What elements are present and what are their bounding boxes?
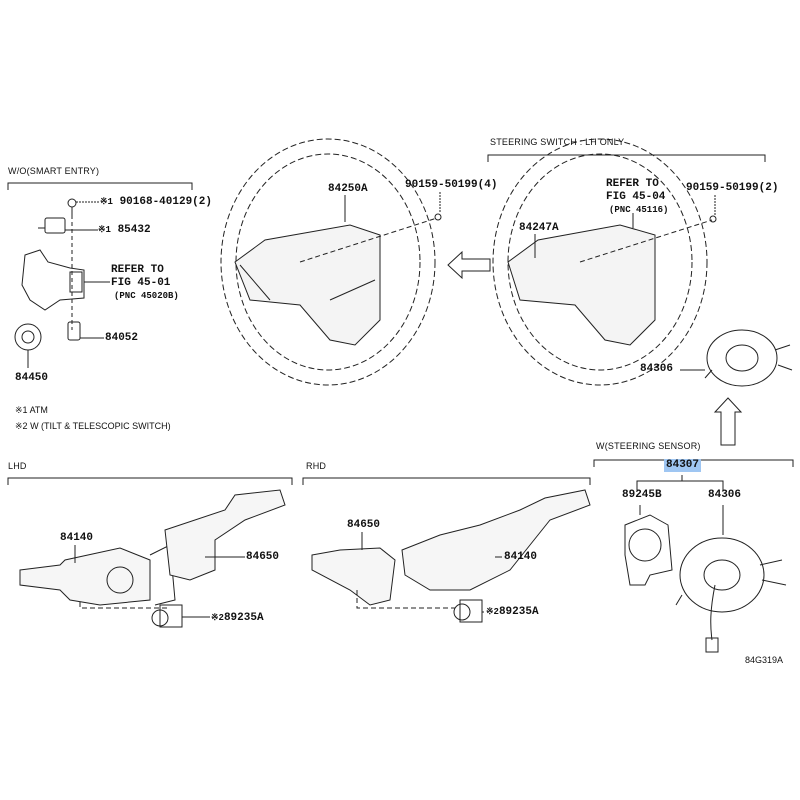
part-number: 90168-40129(2) xyxy=(119,196,212,208)
note-mark: ※1 xyxy=(100,197,113,207)
part-label-84650-rhd[interactable]: 84650 xyxy=(347,519,381,531)
steering-wheel-right-drawing xyxy=(492,138,793,387)
ignition-parts-drawing xyxy=(14,198,110,368)
refer-pnc: (PNC 45020B) xyxy=(114,291,179,301)
part-number: 89235A xyxy=(223,612,264,624)
part-label-84247A[interactable]: 84247A xyxy=(519,222,559,234)
part-label-90159-50199-2[interactable]: 90159-50199(2) xyxy=(686,182,779,194)
refer-line: REFER TO xyxy=(606,178,659,190)
note-text: ATM xyxy=(29,405,48,415)
steering-wheel-left-drawing xyxy=(220,138,442,386)
note-2: ※2 W (TILT & TELESCOPIC SWITCH) xyxy=(15,421,171,432)
lhd-combination-switch-drawing xyxy=(19,489,286,628)
note-1: ※1 ATM xyxy=(15,405,48,416)
part-label-84052[interactable]: 84052 xyxy=(105,332,139,344)
part-label-90159-50199-4[interactable]: 90159-50199(4) xyxy=(405,179,498,191)
note-mark: ※1 xyxy=(15,405,28,415)
part-label-84140-rhd[interactable]: 84140 xyxy=(504,551,538,563)
refer-fig-45-04[interactable]: REFER TO FIG 45-04 (PNC 45116) xyxy=(606,178,668,217)
refer-line: FIG 45-04 xyxy=(606,191,666,203)
arrow-left-icon xyxy=(447,250,491,280)
section-title-smart-entry: W/O(SMART ENTRY) xyxy=(8,166,100,176)
note-text: W (TILT & TELESCOPIC SWITCH) xyxy=(30,421,171,431)
part-label-90168-40129[interactable]: ※1 90168-40129(2) xyxy=(100,196,212,209)
refer-pnc: (PNC 45116) xyxy=(609,205,669,215)
section-title-rhd: RHD xyxy=(306,461,327,471)
arrow-up-icon xyxy=(713,397,743,446)
section-title-steering-sensor: W(STEERING SENSOR) xyxy=(596,441,701,451)
section-title-steering-switch: STEERING SWITCH : LH ONLY xyxy=(490,137,625,147)
note-mark: ※2 xyxy=(15,421,28,431)
refer-line: REFER TO xyxy=(111,264,164,276)
refer-line: FIG 45-01 xyxy=(111,277,171,289)
part-label-84307-highlighted[interactable]: 84307 xyxy=(664,459,702,472)
rhd-combination-switch-drawing xyxy=(311,489,591,623)
part-label-85432[interactable]: ※1 85432 xyxy=(98,224,151,237)
note-mark: ※2 xyxy=(211,613,224,623)
part-label-84306-top[interactable]: 84306 xyxy=(640,363,674,375)
part-label-84140-lhd[interactable]: 84140 xyxy=(60,532,94,544)
section-title-lhd: LHD xyxy=(8,461,27,471)
note-mark: ※1 xyxy=(98,225,111,235)
part-label-84450[interactable]: 84450 xyxy=(15,372,49,384)
part-number: 85432 xyxy=(117,224,151,236)
part-label-84250A[interactable]: 84250A xyxy=(328,183,368,195)
part-label-84650-lhd[interactable]: 84650 xyxy=(246,551,280,563)
refer-fig-45-01[interactable]: REFER TO FIG 45-01 (PNC 45020B) xyxy=(111,264,179,303)
note-mark: ※2 xyxy=(486,607,499,617)
part-number: 89235A xyxy=(498,606,539,618)
part-label-89235A-lhd[interactable]: ※289235A xyxy=(211,612,264,625)
part-label-84306[interactable]: 84306 xyxy=(708,489,742,501)
part-label-89235A-rhd[interactable]: ※289235A xyxy=(486,606,539,619)
diagram-id: 84G319A xyxy=(745,655,784,665)
steering-sensor-drawing xyxy=(624,475,787,653)
part-label-89245B[interactable]: 89245B xyxy=(622,489,662,501)
